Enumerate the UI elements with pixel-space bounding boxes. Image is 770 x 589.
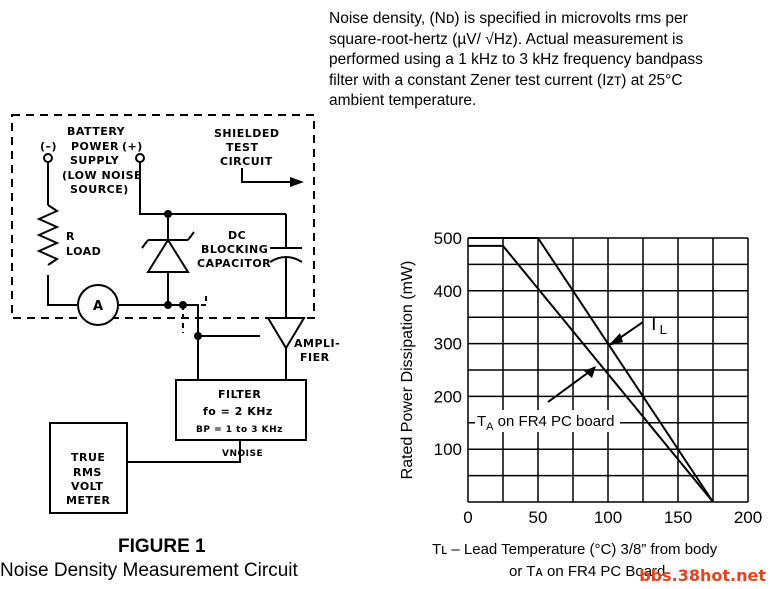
noise-density-paragraph: Noise density, (Nᴅ) is specified in micr…	[329, 9, 759, 112]
label-minus: (–)	[40, 140, 57, 153]
y-tick-label: 300	[434, 335, 462, 354]
noise-measurement-schematic: BATTERY (–) POWER (+) SUPPLY (LOW NOISE …	[11, 114, 340, 514]
x-tick-label: 100	[594, 508, 622, 527]
junction-dot	[164, 301, 172, 309]
label-shielded: SHIELDED	[214, 127, 280, 140]
series-line-0	[468, 237, 714, 503]
ammeter	[77, 284, 119, 326]
label-capacitor: CAPACITOR	[197, 257, 271, 270]
paragraph-line: square-root-hertz (µV/ √Hz). Actual meas…	[329, 30, 684, 48]
label-source: SOURCE)	[70, 183, 129, 196]
chart-note-line2: or Tᴀ on FR4 PC Board	[509, 563, 666, 580]
x-tick-label: 200	[734, 508, 762, 527]
chart-note-line1: Tʟ – Lead Temperature (°C) 3/8” from bod…	[432, 541, 718, 558]
annotation-ta: TA on FR4 PC board	[477, 413, 614, 433]
x-tick-label: 150	[664, 508, 692, 527]
label-true: TRUE	[71, 451, 105, 464]
paragraph-line: performed using a 1 kHz to 3 kHz frequen…	[329, 51, 703, 68]
rms-voltmeter-box	[49, 422, 128, 514]
junction-dot	[179, 301, 187, 309]
junction-dot	[194, 332, 202, 340]
y-tick-label: 500	[434, 229, 462, 248]
label-fo: fo = 2 KHz	[203, 405, 273, 418]
chart-note: Tʟ – Lead Temperature (°C) 3/8” from bod…	[432, 539, 717, 583]
label-supply: SUPPLY	[70, 154, 120, 167]
label-bp: BP = 1 to 3 KHz	[196, 425, 283, 435]
amplifier	[266, 317, 306, 350]
label-circuit: CIRCUIT	[220, 155, 273, 168]
series-line-1	[468, 244, 714, 503]
label-test: TEST	[226, 141, 258, 154]
figure-caption: Noise Density Measurement Circuit	[0, 560, 298, 581]
paragraph-line: Noise density, (Nᴅ) is specified in micr…	[329, 10, 688, 27]
label-power: POWER	[71, 140, 119, 153]
y-tick-label: 100	[434, 440, 462, 459]
label-plus: (+)	[122, 140, 143, 153]
label-fier: FIER	[300, 351, 330, 364]
shield-boundary	[11, 114, 315, 319]
paragraph-line: filter with a constant Zener test curren…	[329, 71, 683, 89]
terminal-positive	[135, 153, 145, 163]
zener-diode	[146, 238, 190, 273]
label-meter: METER	[66, 494, 110, 507]
power-derating-chart: 0 50 100 150 200 100 200 300 400 500 Rated Power …	[399, 229, 762, 527]
label-low-noise: (LOW NOISE	[62, 169, 142, 182]
label-volt: VOLT	[71, 480, 103, 493]
figure-title: FIGURE 1	[118, 536, 206, 557]
label-filter: FILTER	[218, 388, 261, 401]
label-rms: RMS	[73, 466, 102, 479]
terminal-negative	[43, 153, 53, 163]
label-vnoise: VNOISE	[222, 449, 263, 459]
x-tick-label: 50	[529, 508, 548, 527]
paragraph-line: ambient temperature.	[329, 92, 477, 109]
label-battery: BATTERY	[67, 125, 126, 138]
x-tick-label: 0	[463, 508, 472, 527]
label-dc: DC	[228, 229, 246, 242]
ta-arrow	[547, 371, 590, 403]
load-resistor	[36, 204, 60, 266]
label-ammeter: A	[93, 299, 104, 314]
y-tick-label: 200	[434, 387, 462, 406]
label-r: R	[66, 230, 75, 243]
junction-dot	[164, 210, 172, 218]
label-blocking: BLOCKING	[201, 243, 268, 256]
label-ampli: AMPLI-	[294, 337, 340, 350]
label-load: LOAD	[66, 245, 101, 258]
y-axis-label: Rated Power Dissipation (mW)	[399, 261, 416, 480]
y-tick-label: 400	[434, 282, 462, 301]
watermark-text: bbs.38hot.net	[639, 566, 766, 585]
